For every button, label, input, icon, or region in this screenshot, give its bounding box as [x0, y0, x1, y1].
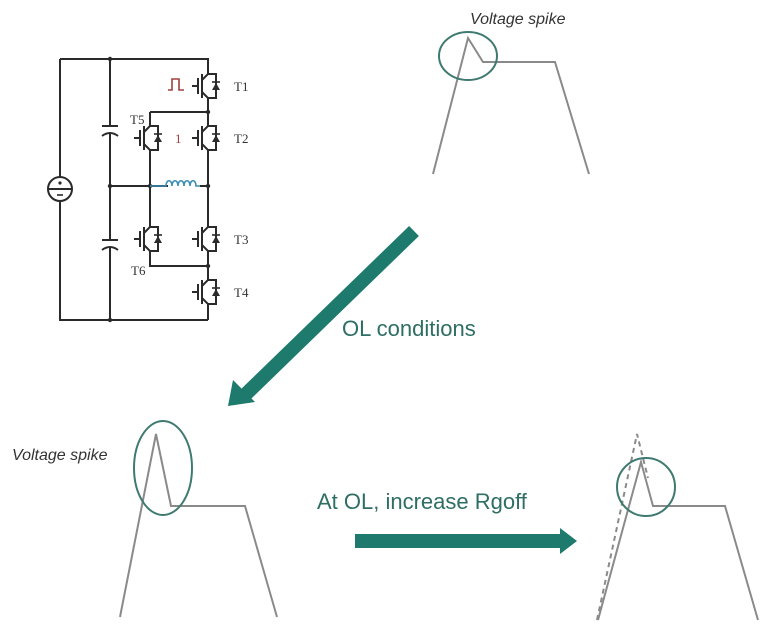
horizontal-arrowhead [560, 528, 577, 554]
igbt-t3 [191, 224, 221, 254]
diagonal-arrowhead [228, 380, 255, 406]
top-rail-wire [60, 58, 209, 72]
top-waveform: Voltage spike [432, 11, 590, 175]
left-spike-highlight [133, 420, 193, 516]
right-waveform-dashed-original [596, 433, 649, 621]
igbt-t2 [191, 123, 221, 153]
igbt-t6 [133, 224, 163, 254]
label-t6: T6 [131, 263, 146, 278]
horizontal-arrow-label: At OL, increase Rgoff [317, 489, 528, 514]
gate-pulse-icon [168, 78, 184, 91]
label-t5: T5 [130, 112, 144, 127]
igbt-t5 [133, 123, 163, 153]
circuit-schematic [59, 58, 209, 321]
junction-dots [107, 56, 211, 323]
capacitor-lower [101, 239, 119, 251]
label-t4: T4 [234, 285, 249, 300]
horizontal-arrow [355, 528, 577, 554]
label-t1: T1 [234, 79, 248, 94]
diagonal-arrow [228, 225, 419, 406]
left-spike-caption: Voltage spike [12, 447, 108, 464]
inductor-icon [150, 179, 200, 187]
igbt-t4 [191, 277, 221, 307]
capacitor-upper [101, 125, 119, 137]
left-waveform-line [119, 433, 278, 618]
right-waveform [596, 433, 759, 621]
top-spike-highlight [438, 31, 498, 81]
left-rail-wire [59, 59, 208, 321]
igbt-t1 [191, 71, 221, 101]
top-waveform-line [432, 35, 590, 175]
label-t2: T2 [234, 131, 248, 146]
gate-marker-label: 1 [175, 131, 182, 146]
top-spike-caption: Voltage spike [470, 11, 566, 28]
label-t3: T3 [234, 232, 248, 247]
diagonal-arrow-label: OL conditions [342, 316, 476, 341]
dc-source-icon [47, 176, 73, 202]
left-waveform: Voltage spike [12, 420, 278, 618]
right-spike-highlight [616, 457, 676, 517]
right-waveform-line [597, 458, 759, 621]
